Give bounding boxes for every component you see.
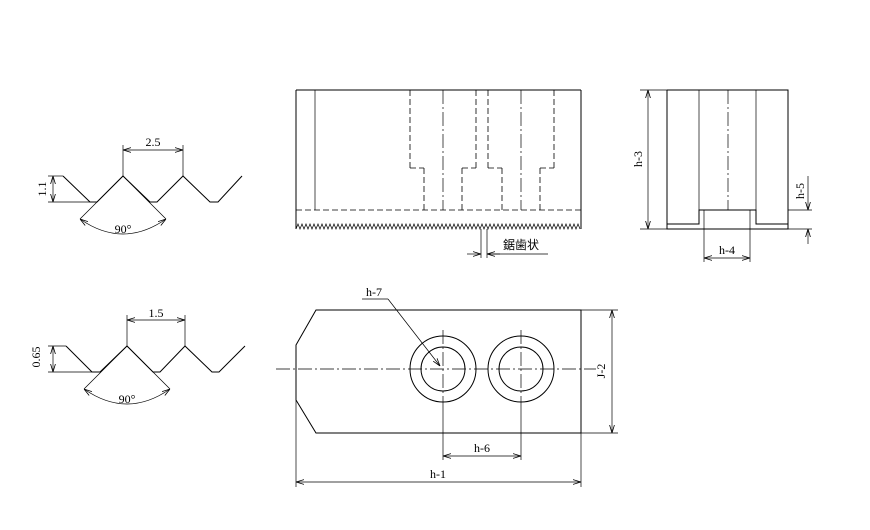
angle-leg bbox=[79, 175, 124, 220]
height-label: 1.1 bbox=[35, 182, 49, 197]
pitch-label: 2.5 bbox=[146, 135, 161, 149]
plan-view: h-7 h-6 h-1 J-2 bbox=[276, 285, 618, 487]
slot bbox=[667, 209, 788, 225]
outline bbox=[295, 309, 582, 434]
width-label: J-2 bbox=[594, 364, 608, 379]
hidden-counterbore-1 bbox=[409, 90, 477, 210]
tooth-profile-line bbox=[65, 345, 246, 373]
height-label: 0.65 bbox=[29, 347, 43, 368]
angle-label: 90° bbox=[115, 222, 132, 236]
counterbore-hole-1 bbox=[409, 330, 477, 408]
tooth-profile-2-5: 2.5 1.1 90° bbox=[35, 135, 243, 236]
pitch-label: 1.5 bbox=[149, 306, 164, 320]
angle-arc bbox=[80, 219, 166, 235]
slot-width-label: h-4 bbox=[719, 243, 735, 257]
front-view: 鋸歯状 bbox=[295, 89, 582, 258]
slot-depth-label: h-5 bbox=[793, 183, 807, 199]
outline bbox=[666, 89, 789, 230]
serration-edge bbox=[295, 223, 581, 230]
slot-inner bbox=[703, 209, 751, 229]
height-label: h-3 bbox=[631, 151, 645, 167]
serration-note: 鋸歯状 bbox=[503, 237, 539, 252]
angle-leg bbox=[126, 345, 171, 390]
tooth-profile-1-5: 1.5 0.65 90° bbox=[29, 306, 246, 406]
tooth-profile-line bbox=[62, 175, 243, 203]
side-view: h-3 h-4 h-5 bbox=[631, 89, 812, 262]
angle-arc bbox=[84, 389, 170, 405]
hole-spacing-label: h-6 bbox=[474, 441, 490, 455]
length-label: h-1 bbox=[430, 467, 446, 481]
leader-arrow bbox=[387, 298, 440, 366]
counterbore-hole-2 bbox=[487, 330, 555, 408]
hidden-counterbore-2 bbox=[487, 90, 555, 210]
angle-leg bbox=[122, 175, 167, 220]
angle-leg bbox=[83, 345, 128, 390]
bore-label: h-7 bbox=[366, 285, 382, 299]
angle-label: 90° bbox=[119, 392, 136, 406]
